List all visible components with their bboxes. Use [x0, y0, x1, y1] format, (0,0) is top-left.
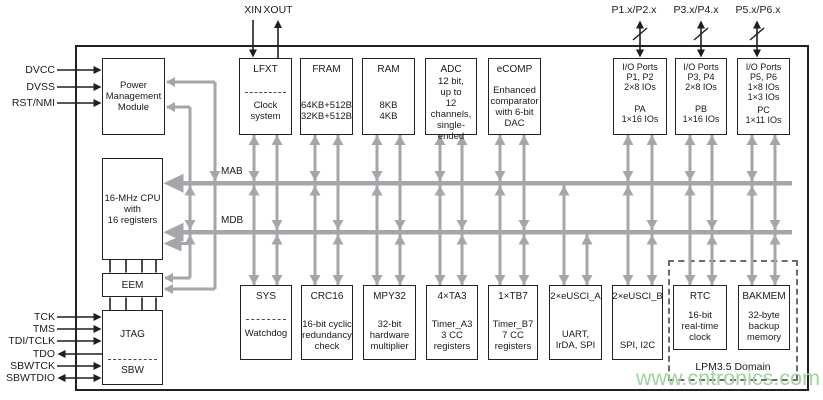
- block-title: ADC: [440, 64, 462, 75]
- pin-label-tck: TCK: [34, 311, 55, 323]
- block-jtag-sbw: JTAG SBW: [102, 310, 163, 385]
- pin-label-rst-nmi: RST/NMI: [11, 97, 55, 109]
- lpm-domain-label: LPM3.5 Domain: [695, 361, 771, 373]
- divider: [246, 319, 286, 320]
- port-label-p5p6: P5.x/P6.x: [735, 4, 781, 16]
- block-title: BAKMEM: [742, 291, 786, 302]
- block-text: SPI, I2C: [619, 340, 656, 351]
- block-eem: EEM: [102, 273, 163, 297]
- pin-label-sbwtdio: SBWTDIO: [6, 372, 55, 384]
- block-eusci-a: 2×eUSCI_A UART,IrDA, SPI: [549, 285, 602, 360]
- block-title: 2×eUSCI_B: [612, 291, 663, 302]
- block-title: SYS: [255, 291, 276, 302]
- block-title: 1×TB7: [498, 291, 528, 302]
- divider: [108, 359, 157, 360]
- pin-label-dvcc: DVCC: [25, 64, 55, 76]
- block-eusci-b: 2×eUSCI_B SPI, I2C: [612, 285, 663, 360]
- bus-label-mab: MAB: [221, 166, 243, 177]
- block-adc: ADC 12 bit,up to 12 channels,single-ende…: [425, 58, 477, 142]
- block-sys-watchdog: SYS Watchdog: [240, 285, 292, 360]
- block-title: 4×TA3: [437, 291, 467, 302]
- block-text: UART,IrDA, SPI: [555, 329, 596, 351]
- block-title: eCOMP: [496, 64, 533, 75]
- pin-label-tms: TMS: [32, 323, 55, 335]
- block-title: MPY32: [373, 291, 406, 302]
- bus-label-mdb: MDB: [221, 215, 244, 226]
- block-title: FRAM: [312, 64, 341, 75]
- pin-label-xin: XIN: [244, 4, 262, 16]
- lpm-domain-box: [668, 260, 798, 381]
- block-title: EEM: [121, 279, 144, 291]
- block-title: LFXT: [253, 64, 278, 75]
- pin-label-sbwtck: SBWTCK: [10, 360, 55, 372]
- block-title: 2×eUSCI_A: [550, 291, 601, 302]
- pin-label-tdo: TDO: [32, 348, 55, 360]
- port-label-p1p2: P1.x/P2.x: [611, 4, 657, 16]
- port-label-p3p4: P3.x/P4.x: [673, 4, 719, 16]
- block-subtitle: SBW: [121, 365, 144, 376]
- block-title: CRC16: [310, 291, 344, 302]
- pin-label-dvss: DVSS: [26, 81, 55, 93]
- divider: [245, 92, 286, 93]
- watermark: www.cntronics.com: [636, 366, 820, 390]
- pin-label-tdi-tclk: TDI/TCLK: [8, 335, 55, 347]
- block-title: RAM: [377, 64, 400, 75]
- pin-label-xout: XOUT: [263, 4, 293, 16]
- block-subtitle: Watchdog: [244, 328, 288, 339]
- block-title: JTAG: [120, 329, 145, 340]
- block-text: 12 bit,up to 12 channels,single-ended: [430, 76, 472, 142]
- block-title: RTC: [689, 291, 711, 302]
